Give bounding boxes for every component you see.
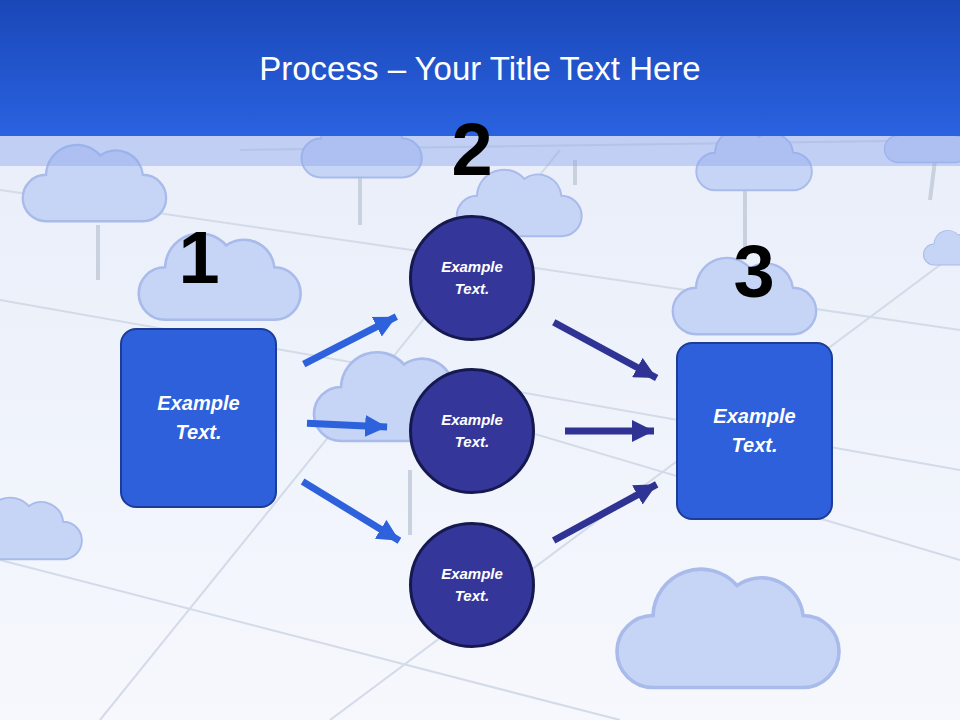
circle-outline: [409, 215, 535, 341]
node-text: Example Text.: [700, 402, 810, 460]
cloud: [139, 233, 301, 319]
cloud: [924, 231, 960, 266]
process-box: Example Text.: [676, 342, 833, 520]
circle-shape: [411, 524, 534, 647]
pole: [408, 470, 412, 535]
circle-outline: [409, 368, 535, 494]
circle-outline: [409, 522, 535, 648]
network-wires: [0, 140, 960, 720]
node-text: Example Text.: [432, 256, 512, 300]
callout-number: 1: [178, 221, 219, 295]
wire: [100, 150, 560, 720]
pole: [96, 225, 100, 280]
cloud-poles: [98, 160, 935, 535]
process-circle: Example Text.: [409, 215, 535, 341]
cloud: [0, 498, 82, 560]
clouds: [0, 113, 960, 687]
flow-arrow: [307, 423, 387, 427]
node-text: Example Text.: [144, 389, 254, 447]
wire: [330, 250, 960, 720]
callout-number: 3: [733, 235, 774, 309]
cloud: [617, 569, 839, 687]
process-box: Example Text.: [120, 328, 277, 508]
slide-title: Process – Your Title Text Here: [0, 50, 960, 88]
process-circle: Example Text.: [409, 522, 535, 648]
node-text: Example Text.: [432, 409, 512, 453]
flow-arrow: [304, 317, 397, 364]
circle-shape: [411, 217, 534, 340]
flow-arrow: [565, 428, 654, 435]
flow-arrow: [554, 322, 657, 378]
flow-arrow: [303, 482, 400, 541]
callout-number: 2: [451, 113, 492, 187]
flow-arrow: [554, 484, 657, 540]
circle-shape: [411, 370, 534, 493]
process-circle: Example Text.: [409, 368, 535, 494]
node-text: Example Text.: [432, 563, 512, 607]
